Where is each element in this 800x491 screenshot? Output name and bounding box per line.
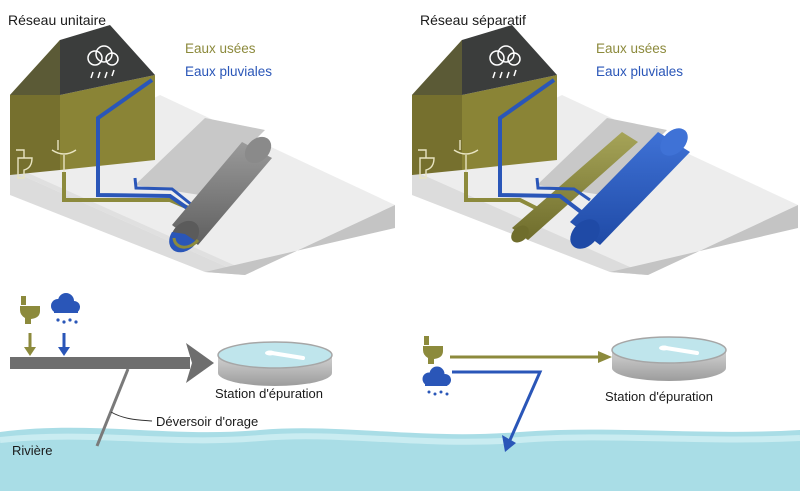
- overflow-label: Déversoir d'orage: [156, 414, 258, 429]
- toilet-icon: [20, 296, 40, 324]
- house-side-wall: [60, 75, 155, 170]
- house-side-wall: [462, 75, 557, 170]
- separate-schematic: Station d'épuration: [422, 336, 727, 452]
- house-roof-edge: [10, 40, 60, 95]
- river-label: Rivière: [12, 443, 52, 458]
- separate-stormwater-branch: [498, 78, 587, 217]
- rain-cloud-icon: [489, 45, 521, 79]
- rain-cloud-icon: [51, 293, 80, 324]
- separate-station-label: Station d'épuration: [605, 389, 713, 404]
- combined-flow-arrow: [10, 357, 190, 369]
- unitary-title: Réseau unitaire: [8, 12, 106, 28]
- unitary-legend-stormwater: Eaux pluviales: [185, 64, 272, 79]
- overflow-callout-line: [110, 411, 153, 422]
- unitary-schematic: Station d'épuration Déversoir d'orage Ri…: [10, 293, 333, 458]
- gutter-pipe: [133, 177, 193, 207]
- unitary-stormwater-pipe: [96, 78, 192, 212]
- separate-house-scene: [412, 25, 798, 275]
- toilet-icon: [16, 149, 33, 179]
- separate-legend-wastewater: Eaux usées: [596, 41, 667, 56]
- unitary-station-label: Station d'épuration: [215, 386, 323, 401]
- house-roof: [60, 25, 155, 95]
- separate-wastewater-branch: [464, 172, 541, 212]
- road-strip: [135, 118, 265, 195]
- combined-sewer-pipe: [169, 136, 272, 253]
- treatment-station-basin: [217, 341, 333, 386]
- unitary-legend-wastewater: Eaux usées: [185, 41, 256, 56]
- toilet-icon: [418, 149, 435, 179]
- sink-icon: [51, 140, 77, 173]
- toilet-icon: [423, 336, 443, 364]
- separate-stormwater-flow: [452, 370, 543, 441]
- storm-overflow-pipe: [95, 368, 130, 447]
- treatment-station-basin: [611, 336, 727, 381]
- separate-wastewater-pipe: [511, 132, 638, 243]
- house-roof: [462, 25, 557, 95]
- gutter-pipe: [535, 177, 591, 202]
- sink-icon: [453, 140, 479, 173]
- rain-cloud-icon: [422, 366, 451, 396]
- ground-right-face: [610, 205, 798, 275]
- rain-cloud-icon: [87, 45, 119, 79]
- separate-title: Réseau séparatif: [420, 12, 526, 28]
- separate-stormwater-pipe: [570, 128, 690, 249]
- river: [0, 427, 800, 491]
- separate-legend-stormwater: Eaux pluviales: [596, 64, 683, 79]
- house-roof-edge: [412, 40, 462, 95]
- unitary-house-scene: [10, 25, 395, 275]
- ground-right-face: [205, 205, 395, 275]
